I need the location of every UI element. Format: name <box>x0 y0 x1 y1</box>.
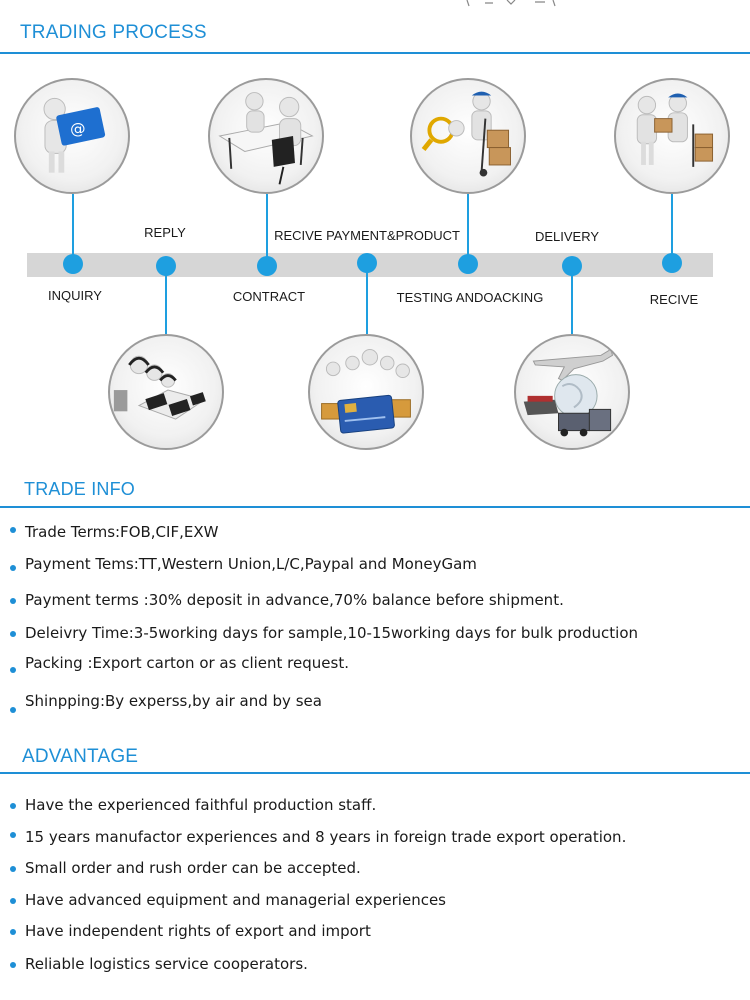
timeline-dot <box>63 254 83 274</box>
trading-process-title: TRADING PROCESS <box>20 22 207 43</box>
advantage-text: Have the experienced faithful production… <box>25 796 377 814</box>
inquiry-image: @ <box>14 78 130 194</box>
timeline-dot <box>156 256 176 276</box>
timeline-connector <box>671 194 673 263</box>
timeline-step-label: RECIVE <box>649 292 699 307</box>
trade-info-text: Payment Tems:TT,Western Union,L/C,Paypal… <box>25 555 477 573</box>
package-handover-icon <box>636 93 714 167</box>
bullet <box>10 707 16 713</box>
bullet <box>10 929 16 935</box>
payment-card-icon <box>321 349 411 434</box>
call-center-icon <box>113 355 206 420</box>
trade-info-text: Deleivry Time:3-5working days for sample… <box>25 624 639 642</box>
top-decoration <box>466 0 556 7</box>
meeting-table-icon <box>218 92 314 185</box>
advantage-text: 15 years manufactor experiences and 8 ye… <box>25 828 627 846</box>
advantage-text: Small order and rush order can be accept… <box>25 859 361 877</box>
trade-info-text: Packing :Export carton or as client requ… <box>25 654 349 672</box>
advantage-text: Have independent rights of export and im… <box>25 922 371 940</box>
trade-info-divider <box>0 506 750 508</box>
testing-image <box>410 78 526 194</box>
payment-image <box>308 334 424 450</box>
delivery-image <box>514 334 630 450</box>
email-envelope-icon: @ <box>43 97 106 173</box>
bullet <box>10 898 16 904</box>
timeline-connector <box>366 263 368 334</box>
timeline-dot <box>562 256 582 276</box>
timeline-dot <box>257 256 277 276</box>
timeline-connector <box>72 194 74 264</box>
trading-process-divider <box>0 52 750 54</box>
bullet <box>10 962 16 968</box>
timeline-step-label: CONTRACT <box>232 289 306 304</box>
timeline-connector <box>266 194 268 266</box>
bullet <box>10 565 16 571</box>
bullet <box>10 667 16 673</box>
timeline-step-label: TESTING ANDOACKING <box>396 290 544 305</box>
trade-info-text: Shinpping:By experss,by air and by sea <box>25 692 322 710</box>
contract-image <box>208 78 324 194</box>
trade-info-text: Trade Terms:FOB,CIF,EXW <box>25 523 219 541</box>
timeline-step-label: INQUIRY <box>48 288 102 303</box>
advantage-text: Have advanced equipment and managerial e… <box>25 891 446 909</box>
timeline-dot <box>357 253 377 273</box>
trade-info-title: TRADE INFO <box>24 479 136 499</box>
reply-image <box>108 334 224 450</box>
timeline-connector <box>165 266 167 334</box>
timeline-dot <box>662 253 682 273</box>
recive-image <box>614 78 730 194</box>
trade-info-text: Payment terms :30% deposit in advance,70… <box>25 591 564 609</box>
airplane-globe-icon <box>523 348 614 437</box>
bullet <box>10 527 16 533</box>
bullet <box>10 803 16 809</box>
bullet <box>10 866 16 872</box>
bullet <box>10 598 16 604</box>
timeline-connector <box>571 266 573 334</box>
timeline-step-label: DELIVERY <box>534 229 600 244</box>
timeline-step-label: REPLY <box>144 225 186 240</box>
advantage-divider <box>0 772 750 774</box>
timeline-dot <box>458 254 478 274</box>
advantage-text: Reliable logistics service cooperators. <box>25 955 308 973</box>
bullet <box>10 832 16 838</box>
advantage-title: ADVANTAGE <box>22 746 139 767</box>
magnifier-inspection-icon <box>421 91 511 177</box>
timeline-connector <box>467 194 469 264</box>
svg-text:@: @ <box>70 120 85 138</box>
bullet <box>10 631 16 637</box>
timeline-step-label: RECIVE PAYMENT&PRODUCT <box>274 228 460 243</box>
